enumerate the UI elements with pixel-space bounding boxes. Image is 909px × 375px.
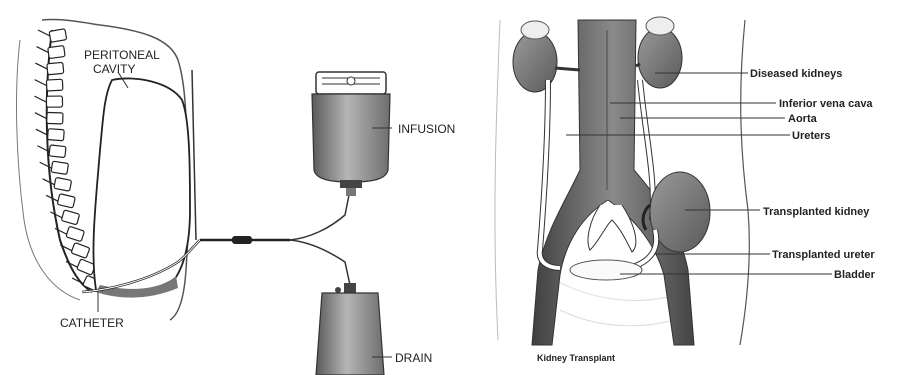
- tubing-to-drain: [290, 240, 350, 285]
- kidney-transplant-illustration: Diseased kidneys Inferior vena cava Aort…: [495, 17, 876, 363]
- torso-outline-left: [495, 20, 500, 340]
- vertebra: [66, 226, 85, 241]
- label-transplanted-ureter: Transplanted ureter: [772, 249, 875, 261]
- spine: [34, 29, 101, 292]
- vertebra: [61, 210, 79, 225]
- tube-connector: [232, 236, 252, 244]
- infusion-bag: [312, 72, 390, 196]
- caption-kidney-transplant: Kidney Transplant: [537, 353, 615, 363]
- vertebra: [46, 96, 62, 107]
- vertebra: [49, 145, 66, 158]
- vertebra: [71, 243, 90, 259]
- vertebra: [57, 194, 75, 208]
- torso-outline-right: [740, 20, 749, 345]
- vertebra: [47, 112, 63, 123]
- vertebra: [48, 46, 65, 59]
- label-aorta: Aorta: [788, 113, 818, 125]
- peritoneal-dialysis-illustration: PERITONEAL CAVITY INFUSION DRAIN CATHETE…: [17, 19, 456, 375]
- label-inferior-vena-cava: Inferior vena cava: [779, 98, 873, 110]
- diseased-kidney-right: [638, 28, 682, 88]
- label-bladder: Bladder: [834, 269, 876, 281]
- vertebra-process: [55, 228, 67, 234]
- vertebra: [49, 29, 67, 43]
- vertebra-process: [35, 80, 47, 86]
- vertebra: [46, 79, 63, 91]
- vertebra-process: [38, 30, 50, 36]
- label-ureters: Ureters: [792, 130, 831, 142]
- vertebra-process: [36, 47, 48, 53]
- vertebra: [51, 161, 68, 174]
- vertebra-process: [35, 63, 47, 69]
- label-infusion: INFUSION: [398, 122, 455, 136]
- vertebra: [48, 129, 65, 141]
- label-drain: DRAIN: [395, 351, 432, 365]
- label-transplanted-kidney: Transplanted kidney: [763, 206, 870, 218]
- vertebra: [54, 177, 72, 191]
- vertebra-process: [35, 113, 47, 119]
- label-cavity: CAVITY: [93, 62, 135, 76]
- vertebra-process: [34, 96, 46, 102]
- label-diseased-kidneys: Diseased kidneys: [750, 68, 842, 80]
- tubing-to-infusion: [290, 190, 350, 240]
- vertebra-process: [40, 162, 52, 168]
- label-peritoneal: PERITONEAL: [84, 48, 160, 62]
- bladder: [570, 260, 642, 280]
- vertebra-process: [43, 179, 55, 185]
- drain-bag: [316, 283, 384, 375]
- vertebra: [47, 62, 64, 74]
- label-catheter: CATHETER: [60, 316, 124, 330]
